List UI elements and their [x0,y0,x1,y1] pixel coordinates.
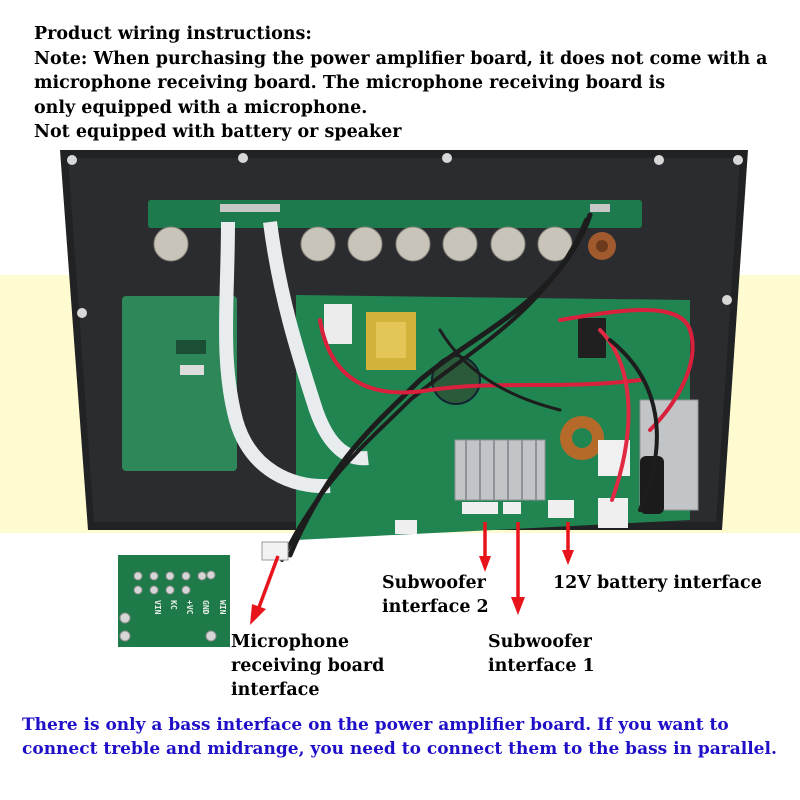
header-line: Note: When purchasing the power amplifie… [34,48,768,69]
arrow-microphone [250,555,280,625]
header-line: only equipped with a microphone. [34,97,368,118]
arrow-subwoofer-1 [511,522,525,615]
callout-arrows [250,522,574,625]
arrow-battery [562,522,574,565]
wiring-instructions: Product wiring instructions: Note: When … [34,22,768,145]
footer-line: connect treble and midrange, you need to… [22,739,777,759]
pin-label: +VC [185,600,194,615]
header-line: microphone receiving board. The micropho… [34,73,666,93]
display-board [122,296,237,471]
label-subwoofer-interface-2: Subwoofer interface 2 [382,573,489,617]
label-subwoofer-interface-1: Subwoofer interface 1 [488,632,595,676]
potentiometer-knobs [153,226,573,262]
pin-label: KC [169,600,178,610]
microphone-board-inset: WIN GND +VC KC VIN [118,555,230,647]
screw-holes [67,153,743,318]
wiring [280,212,695,562]
label-12v-battery-interface: 12V battery interface [553,573,762,593]
footer-line: There is only a bass interface on the po… [22,715,729,735]
pcb-connectors [395,498,628,534]
label-microphone-receiving-board-interface: Microphone receiving board interface [231,632,385,700]
header-line: Product wiring instructions: [34,24,312,44]
pin-label: VIN [153,600,162,615]
parallel-connection-note: There is only a bass interface on the po… [22,713,777,761]
header-line: Not equipped with battery or speaker [34,122,402,142]
pin-label: GND [201,600,210,615]
pin-label: WIN [218,600,227,615]
arrow-subwoofer-2 [479,522,491,572]
microphone-plug [261,541,289,561]
